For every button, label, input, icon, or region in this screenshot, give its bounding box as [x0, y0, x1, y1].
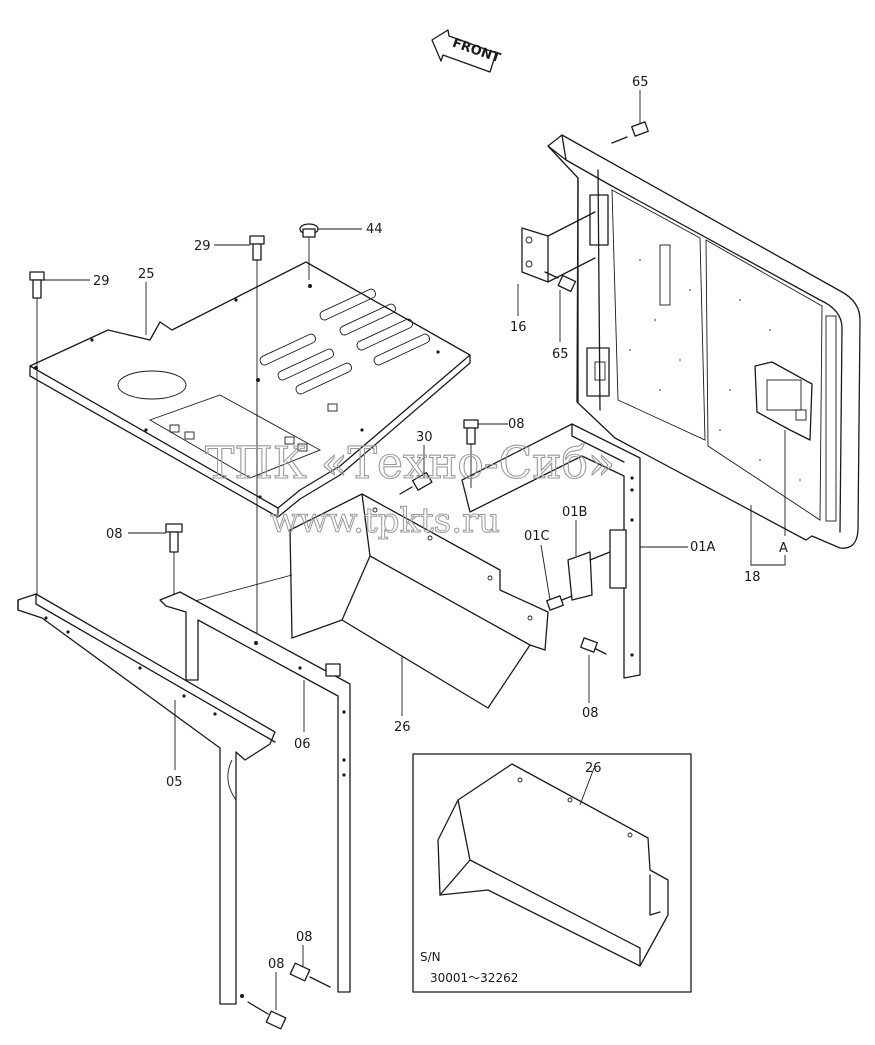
bolt-29-mid — [249, 235, 265, 640]
watermark-line2: www.tpkts.ru — [270, 501, 500, 541]
label-29-left: 29 — [93, 274, 110, 289]
label-01b: 01B — [562, 505, 587, 520]
label-a: A — [779, 541, 788, 556]
side-door-18 — [547, 134, 861, 549]
label-08-small: 08 — [582, 706, 599, 721]
cover-26 — [179, 493, 549, 709]
label-05: 05 — [166, 775, 183, 790]
bolt-29-left — [29, 271, 45, 596]
label-65-top: 65 — [632, 75, 649, 90]
bolt-08-small — [580, 637, 607, 655]
bolt-01c — [546, 595, 573, 611]
front-arrow: FRONT — [431, 29, 502, 73]
label-08-bottom-right: 08 — [296, 930, 313, 945]
bolt-08-left — [165, 523, 183, 600]
label-26: 26 — [394, 720, 411, 735]
label-25: 25 — [138, 267, 155, 282]
bolt-30 — [399, 472, 433, 495]
inset-box — [412, 753, 692, 993]
plug-44 — [299, 223, 319, 280]
bolt-65-mid — [544, 271, 577, 293]
leader-lines — [44, 90, 786, 1010]
part-labels: 65 44 29 29 25 16 65 08 30 01B 01C 01A 0… — [93, 75, 788, 972]
label-01c: 01C — [524, 529, 550, 544]
label-44: 44 — [366, 222, 383, 237]
label-01a: 01A — [690, 540, 716, 555]
bolt-08-bottom-left — [247, 1001, 287, 1030]
label-06: 06 — [294, 737, 311, 752]
label-08-left: 08 — [106, 527, 123, 542]
bolt-65-top — [611, 121, 649, 144]
label-16: 16 — [510, 320, 527, 335]
label-08-bottom-left: 08 — [268, 957, 285, 972]
label-18: 18 — [744, 570, 761, 585]
watermark-line1: ТПК «Техно-Сиб» — [205, 438, 615, 489]
hinge-bracket-16 — [521, 211, 596, 283]
label-65-mid: 65 — [552, 347, 569, 362]
inset-serial-range: 30001～32262 — [430, 971, 518, 985]
frame-06 — [159, 591, 351, 993]
bracket-01a — [461, 423, 641, 679]
frame-05 — [17, 593, 276, 1005]
bolt-08-bottom-right — [289, 962, 331, 988]
clip-01b — [567, 551, 611, 601]
watermark: ТПК «Техно-Сиб» www.tpkts.ru — [204, 437, 615, 541]
label-30: 30 — [416, 430, 433, 445]
inset-sn-label: S/N — [420, 950, 441, 964]
label-26-inset: 26 — [585, 761, 602, 776]
label-29-mid: 29 — [194, 239, 211, 254]
top-cover-25 — [29, 261, 471, 518]
label-08-upper: 08 — [508, 417, 525, 432]
